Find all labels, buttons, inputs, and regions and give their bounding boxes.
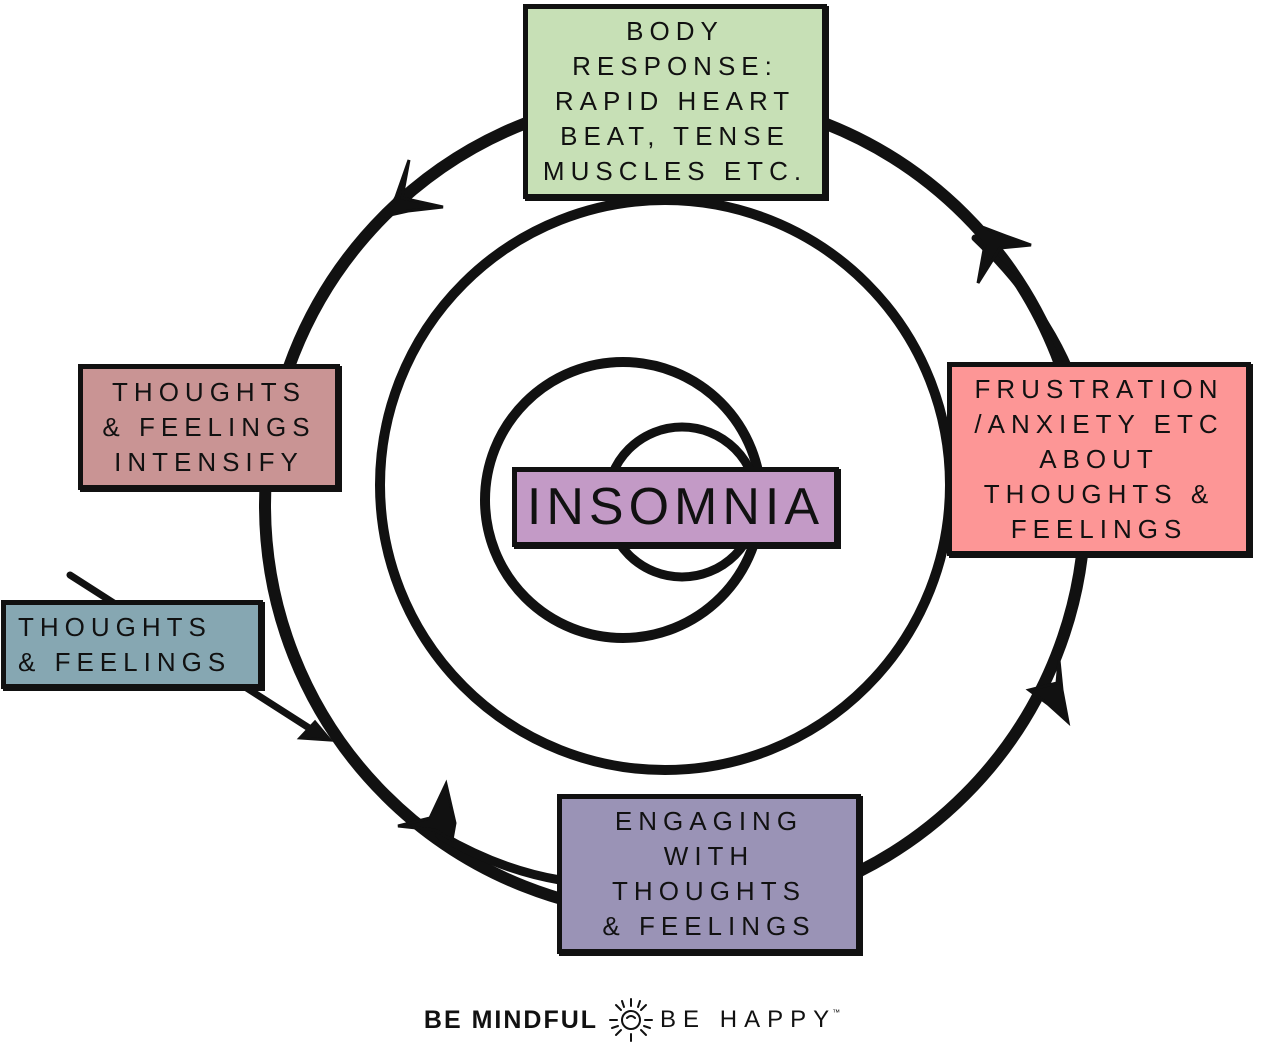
footer-brand: BE MINDFUL BE HAPPY ™ bbox=[0, 998, 1264, 1042]
arrowhead-right-up bbox=[1025, 659, 1071, 727]
arrowhead-entry bbox=[296, 719, 334, 742]
sun-icon bbox=[609, 998, 654, 1042]
node-label-line: RESPONSE: bbox=[572, 51, 778, 81]
node-label-line: INTENSIFY bbox=[114, 446, 304, 477]
node-body-response: BODY RESPONSE: RAPID HEART BEAT, TENSE MUSCL… bbox=[523, 4, 827, 199]
node-engaging-with-thoughts: ENGAGING WITH THOUGHTS & FEELINGS bbox=[557, 794, 861, 954]
node-label-line: & FEELINGS bbox=[102, 411, 316, 442]
node-label-line: & FEELINGS bbox=[18, 646, 232, 677]
arrowhead-left-down bbox=[383, 159, 444, 219]
node-label-line: THOUGHTS & bbox=[983, 478, 1215, 509]
brand-trademark: ™ bbox=[832, 1008, 841, 1017]
node-label-line: THOUGHTS bbox=[612, 876, 806, 906]
node-thoughts-intensify: THOUGHTS & FEELINGS INTENSIFY bbox=[78, 364, 340, 490]
node-label-line: & FEELINGS bbox=[602, 911, 816, 941]
node-label-line: BODY bbox=[626, 16, 724, 46]
node-frustration-anxiety: FRUSTRATION/ANXIETY ETC ABOUT THOUGHTS & FE… bbox=[947, 362, 1251, 556]
node-label-line: FEELINGS bbox=[1010, 513, 1188, 544]
node-label-line: WITH bbox=[663, 841, 755, 871]
node-insomnia-center: INSOMNIA bbox=[512, 467, 839, 547]
node-label-line: BEAT, TENSE bbox=[560, 121, 790, 151]
node-thoughts-and-feelings: THOUGHTS & FEELINGS bbox=[1, 600, 263, 689]
node-label-line: ABOUT bbox=[1039, 443, 1159, 474]
node-label-line: THOUGHTS bbox=[18, 611, 212, 642]
node-label-line: INSOMNIA bbox=[526, 478, 825, 536]
node-label-line: ENGAGING bbox=[614, 806, 804, 836]
node-label-line: THOUGHTS bbox=[112, 376, 306, 407]
node-label-line: MUSCLES ETC. bbox=[542, 156, 808, 186]
node-label-line: RAPID HEART bbox=[554, 86, 796, 116]
brand-left-text: BE MINDFUL bbox=[423, 1005, 599, 1034]
node-label-line: /ANXIETY ETC bbox=[974, 408, 1224, 439]
node-label-line: FRUSTRATION bbox=[974, 373, 1224, 404]
arrowhead-bottom-left bbox=[397, 779, 457, 843]
arrowhead-upper-right bbox=[976, 225, 1032, 284]
brand-right-text: BE HAPPY bbox=[660, 1006, 837, 1033]
outer-loop-accent-bottom bbox=[435, 830, 565, 885]
